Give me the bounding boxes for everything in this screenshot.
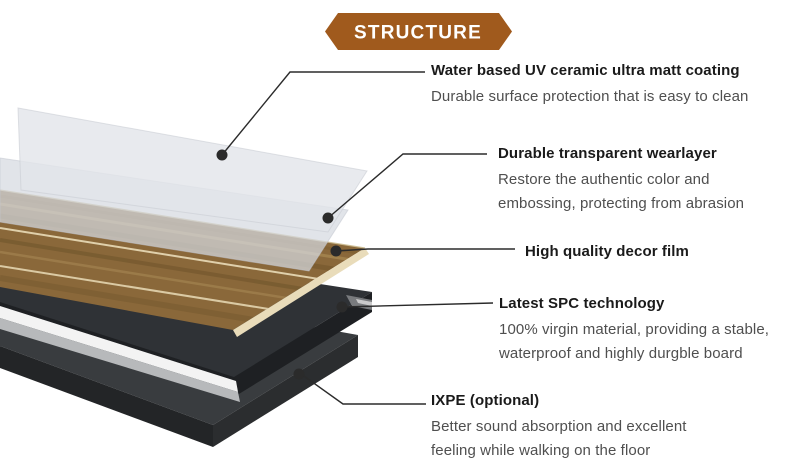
annotation-uv-coating: Water based UV ceramic ultra matt coatin… [431,61,748,109]
callout-line-decor-film [335,248,515,252]
uv-coating-sheet [17,107,368,233]
annotation-spc-desc: 100% virgin material, providing a stable… [499,321,770,362]
callout-dot-ixpe [293,368,305,380]
annotation-spc: Latest SPC technology 100% virgin materi… [499,294,769,366]
annotation-decor-film: High quality decor film [525,242,689,262]
callout-dot-wearlayer [322,212,334,224]
spc-end-face [234,292,372,397]
callout-line-ixpe [300,373,426,405]
callout-dot-decor-film [330,245,342,257]
callout-line-wearlayer [327,153,487,219]
callout-dot-uv-coating [216,149,228,161]
spc-front-edge [0,302,236,381]
annotation-wearlayer: Durable transparent wearlayer Restore th… [498,144,744,216]
annotation-ixpe-desc: Better sound absorption and excellent fe… [431,418,687,459]
callout-lines [221,71,515,405]
callout-line-spc [341,302,494,308]
callout-dots [216,149,348,380]
annotation-uv-coating-desc: Durable surface protection that is easy … [431,88,749,105]
spc-lock-notch-highlight [356,299,372,306]
structure-banner: STRUCTURE [325,13,512,50]
structure-banner-label: STRUCTURE [354,23,482,44]
annotation-ixpe: IXPE (optional) Better sound absorption … [431,391,687,463]
annotation-ixpe-title: IXPE (optional) [431,392,540,409]
annotation-wearlayer-desc: Restore the authentic color and embossin… [498,171,745,212]
spc-lock-strip [0,306,238,392]
callout-dot-spc [336,301,348,313]
ixpe-end-face [213,335,358,447]
ixpe-front-face [0,346,213,447]
spc-lock-strip-shadow [0,318,240,402]
callout-line-uv-coating [221,71,425,156]
decor-film-side-edge [233,248,369,337]
annotation-wearlayer-title: Durable transparent wearlayer [498,145,717,162]
annotation-spc-title: Latest SPC technology [499,295,665,312]
annotation-decor-film-title: High quality decor film [525,243,689,260]
structure-banner-shape [325,13,512,50]
annotation-uv-coating-title: Water based UV ceramic ultra matt coatin… [431,62,740,79]
